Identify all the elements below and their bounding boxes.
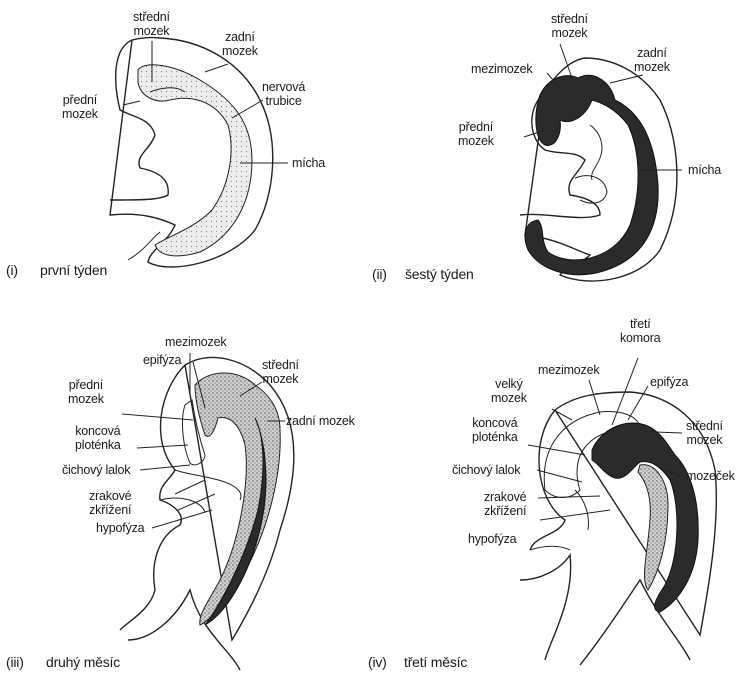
caption-ii: šestý týden — [405, 266, 474, 282]
label-epifyza-iv: epifýza — [650, 375, 688, 389]
label-cichovy-lalok-iv: čichový lalok — [452, 463, 520, 477]
embryo-month2 — [120, 358, 294, 670]
caption-num-i: (i) — [6, 262, 18, 278]
caption-num-iv: (iv) — [368, 654, 387, 670]
caption-num-iii: (iii) — [6, 654, 24, 670]
label-zadni-mozek-iii: zadní mozek — [286, 414, 355, 428]
caption-iv: třetí měsíc — [404, 654, 467, 670]
label-mozecek-iv: mozeček — [686, 469, 735, 483]
label-mezimozek-iii: mezimozek — [165, 335, 226, 349]
label-hypofyza-iii: hypofýza — [96, 521, 144, 535]
embryo-week1 — [110, 38, 273, 267]
label-cichovy-lalok-iii: čichový lalok — [62, 463, 130, 477]
label-micha-i: mícha — [292, 156, 325, 170]
caption-i: první týden — [40, 262, 107, 278]
label-hypofyza-iv: hypofýza — [468, 532, 516, 546]
label-epifyza-iii: epifýza — [143, 353, 181, 367]
label-mezimozek-iv: mezimozek — [538, 363, 599, 377]
label-mezimozek-ii: mezimozek — [471, 62, 532, 76]
label-micha-ii: mícha — [688, 163, 721, 177]
caption-iii: druhý měsíc — [46, 654, 120, 670]
caption-num-ii: (ii) — [372, 266, 387, 282]
